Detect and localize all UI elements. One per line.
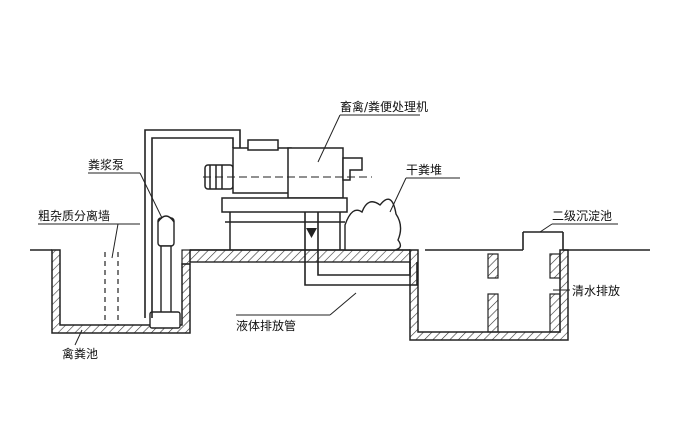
separator-machine-label: 畜禽/粪便处理机 [340, 99, 428, 114]
clear-water-discharge-label: 清水排放 [572, 283, 620, 298]
manure-pit-label: 禽粪池 [62, 346, 98, 361]
dry-manure-pile-label: 干粪堆 [406, 163, 442, 177]
flow-arrow [306, 228, 317, 238]
secondary-settling-tank-label: 二级沉淀池 [552, 209, 612, 223]
tank-wall-tops [522, 231, 564, 250]
dry-manure-pile [344, 198, 402, 251]
pump-pipe [144, 129, 241, 318]
slurry-pump [149, 215, 181, 329]
liquid-discharge-pipe-label: 液体排放管 [236, 318, 296, 333]
slurry-pump-label: 粪浆泵 [88, 157, 124, 172]
coarse-impurity-wall [104, 252, 119, 325]
ground-slab [189, 249, 411, 263]
leader-lines [38, 114, 618, 346]
separator-machine [203, 139, 372, 250]
secondary-settling-tank [409, 249, 569, 341]
coarse-impurity-wall-label: 粗杂质分离墙 [38, 208, 110, 223]
